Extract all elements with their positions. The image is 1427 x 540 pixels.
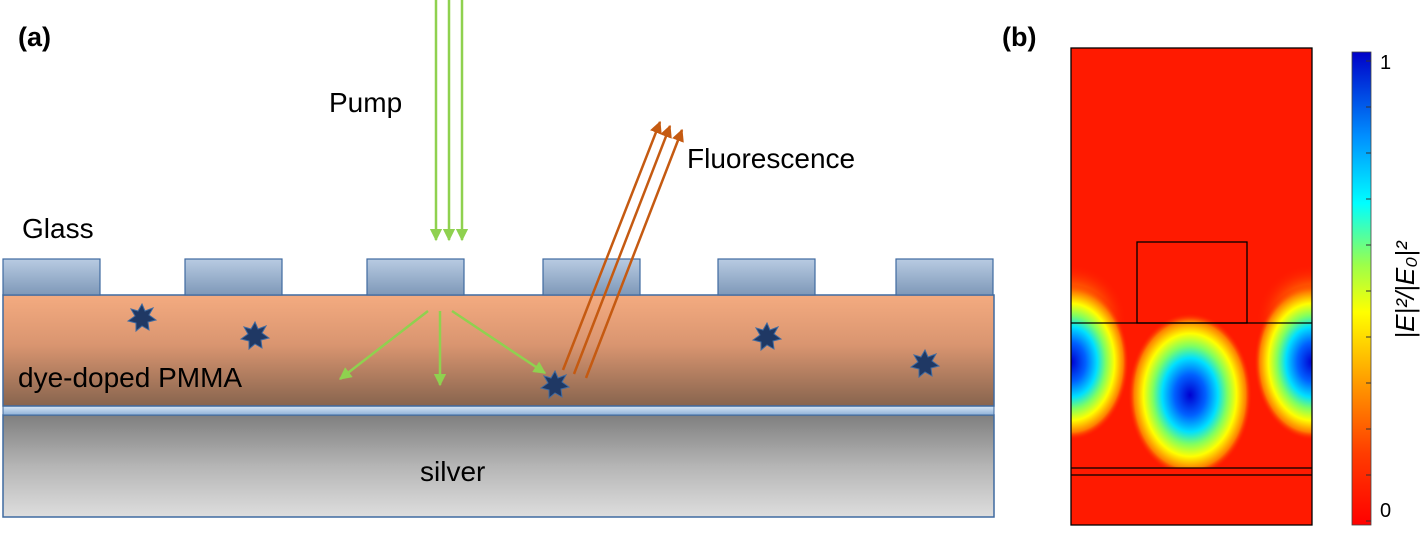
fluorescence-arrow — [561, 120, 662, 371]
colorbar-ticks — [1366, 60, 1371, 522]
spacer-layer — [2, 405, 995, 416]
glass-block — [366, 258, 465, 296]
dye-molecule-icon — [239, 320, 271, 351]
pump-arrows — [429, 0, 469, 242]
glass-grating — [2, 258, 994, 296]
silver-label: silver — [420, 456, 485, 487]
scattered-arrow — [339, 310, 429, 380]
fluorescence-arrow — [584, 128, 684, 379]
field-hotspot-center — [1128, 313, 1252, 477]
fluorescence-label: Fluorescence — [687, 143, 855, 174]
glass-label: Glass — [22, 213, 94, 244]
colorbar-max-label: 1 — [1380, 52, 1391, 74]
glass-block — [895, 258, 994, 296]
field-bottom — [1071, 468, 1312, 525]
dye-molecule-icon — [751, 321, 783, 352]
colorbar-min-label: 0 — [1380, 500, 1391, 522]
panel-b: (b) — [1002, 22, 1420, 526]
glass-block — [184, 258, 283, 296]
field-map-frame — [1070, 47, 1313, 526]
panel-a: (a) silver dye-doped PMMA Glass Pump — [2, 0, 995, 518]
scattered-arrow — [451, 309, 547, 375]
pmma-label: dye-doped PMMA — [18, 362, 242, 393]
fluorescence-arrows — [561, 120, 684, 379]
fluorescence-arrow — [572, 124, 672, 375]
pump-label: Pump — [329, 87, 402, 118]
dye-molecule-icon — [909, 348, 941, 379]
silver-substrate — [2, 414, 995, 518]
field-map — [1071, 48, 1312, 525]
pmma-layer — [2, 294, 995, 407]
dye-molecule-icon — [539, 369, 571, 400]
dye-molecules — [126, 302, 941, 400]
dye-molecule-icon — [126, 302, 158, 333]
colorbar-title: |E|²/|E₀|² — [1390, 240, 1420, 339]
panel-a-label: (a) — [18, 22, 51, 52]
glass-block — [2, 258, 101, 296]
scattered-pump-arrows — [339, 309, 547, 387]
colorbar — [1351, 51, 1372, 526]
panel-b-label: (b) — [1002, 22, 1036, 52]
glass-block — [717, 258, 816, 296]
